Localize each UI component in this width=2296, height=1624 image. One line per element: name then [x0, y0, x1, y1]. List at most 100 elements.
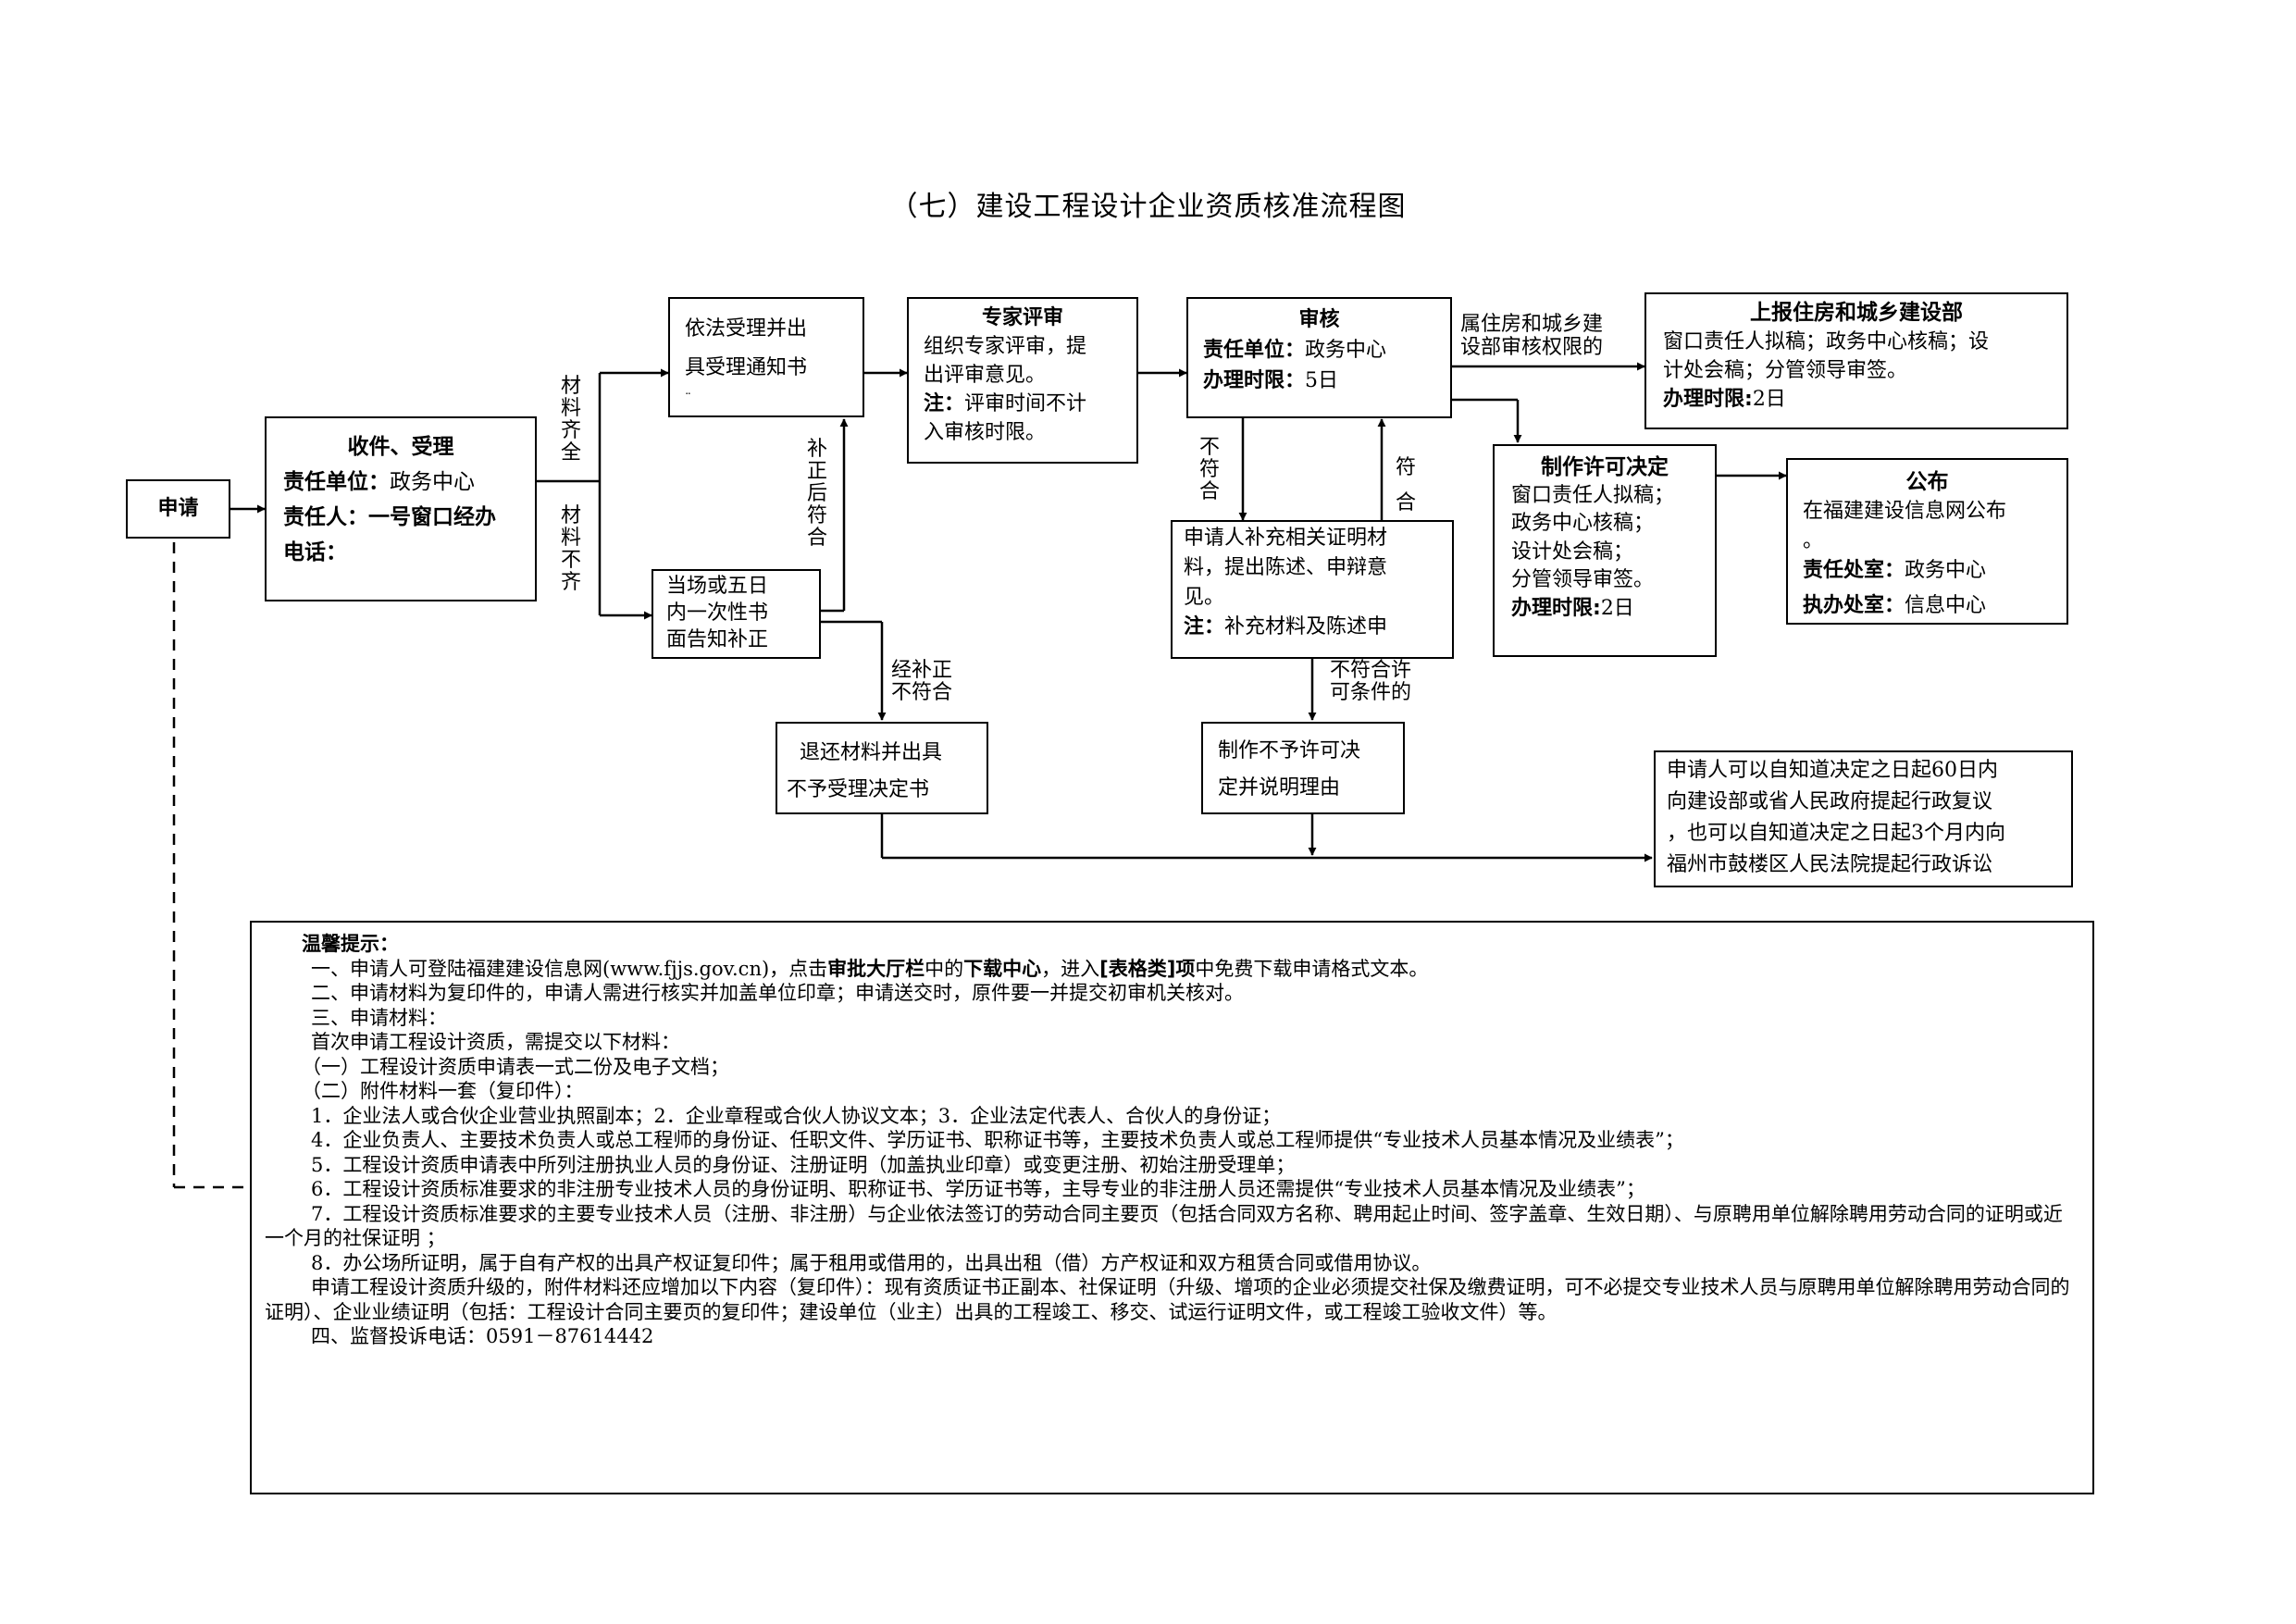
- tips-line-13: 申请工程设计资质升级的，附件材料还应增加以下内容（复印件）：现有资质证书正副本、…: [265, 1276, 2070, 1323]
- node-supplement-material: 申请人补充相关证明材 料，提出陈述、申辩意 见。 注：补充材料及陈述申: [1171, 520, 1454, 659]
- tips-line-1-d: 下载中心: [963, 957, 1042, 980]
- ministry-time: 2日: [1752, 388, 1786, 411]
- supp-mat-line-3: 见。: [1184, 586, 1225, 609]
- supp-mat-line-1: 申请人补充相关证明材: [1184, 527, 1388, 550]
- accept-line-1: 依法受理并出: [685, 317, 808, 341]
- ministry-line-1: 窗口责任人拟稿；政务中心核稿；设: [1663, 330, 1990, 353]
- deny-line-2: 定并说明理由: [1218, 776, 1341, 800]
- label-ministry-scope: 属住房和城乡建 设部审核权限的: [1460, 313, 1603, 359]
- return-line-2: 不予受理决定书: [787, 778, 930, 801]
- tips-line-12: 8．办公场所证明，属于自有产权的出具产权证复印件；属于租用或借用的，出具出租（借…: [311, 1251, 1432, 1274]
- tips-line-1-e: ，进入: [1041, 957, 1100, 980]
- tips-panel: 温馨提示： 一、申请人可登陆福建建设信息网(www.fjjs.gov.cn)，点…: [250, 921, 2094, 1494]
- supp-notice-line-3: 面告知补正: [666, 628, 769, 651]
- ministry-time-label: 办理时限:: [1663, 388, 1753, 411]
- tips-line-1: 一、申请人可登陆福建建设信息网(www.fjjs.gov.cn)，点击审批大厅栏…: [265, 957, 2079, 982]
- expert-note-2: 入审核时限。: [924, 421, 1047, 444]
- node-apply-label: 申请: [157, 497, 199, 520]
- tips-line-1-b: 审批大厅栏: [827, 957, 925, 980]
- label-ministry-scope-2: 设部审核权限的: [1460, 336, 1604, 359]
- expert-heading: 专家评审: [981, 306, 1063, 329]
- expert-line-1: 组织专家评审，提: [924, 335, 1087, 358]
- node-expert-review: 专家评审 组织专家评审，提 出评审意见。 注：评审时间不计 入审核时限。: [907, 297, 1138, 464]
- tips-line-1-a: 一、申请人可登陆福建建设信息网(www.fjjs.gov.cn)，点击: [311, 957, 828, 980]
- tips-line-10: 6．工程设计资质标准要求的非注册专业技术人员的身份证明、职称证书、学历证书等，主…: [311, 1178, 1645, 1200]
- node-publish: 公布 在福建建设信息网公布 。 责任处室：政务中心 执办处室：信息中心: [1786, 458, 2068, 625]
- label-not-meet-permit-2: 可条件的: [1330, 681, 1412, 704]
- label-not-meet: 不符合: [1198, 436, 1220, 503]
- publish-line-1: 在福建建设信息网公布: [1803, 500, 2007, 523]
- tips-line-8: 4．企业负责人、主要技术负责人或总工程师的身份证、任职文件、学历证书、职称证书等…: [311, 1129, 1684, 1151]
- node-review: 审核 责任单位：政务中心 办理时限：5日: [1186, 297, 1452, 418]
- receive-unit: 政务中心: [390, 470, 475, 494]
- review-unit: 政务中心: [1305, 339, 1387, 362]
- tips-line-1-g: 中免费下载申请格式文本。: [1195, 957, 1429, 980]
- deny-line-1: 制作不予许可决: [1218, 739, 1361, 762]
- review-time-label: 办理时限：: [1203, 369, 1306, 392]
- publish-office-label: 责任处室：: [1803, 559, 1905, 582]
- supp-mat-line-2: 料，提出陈述、申辩意: [1184, 556, 1388, 579]
- node-accept-notice: 依法受理并出 具受理通知书 ¨: [668, 297, 864, 417]
- tips-line-14: 四、监督投诉电话：0591－87614442: [311, 1325, 654, 1347]
- label-fix-fail-2: 不符合: [891, 681, 953, 704]
- node-deny-decision: 制作不予许可决 定并说明理由: [1201, 722, 1405, 814]
- node-supplement-notice: 当场或五日 内一次性书 面告知补正: [652, 569, 821, 659]
- expert-line-2: 出评审意见。: [924, 364, 1047, 387]
- expert-note-1: 评审时间不计: [964, 392, 1087, 415]
- permit-line-1: 窗口责任人拟稿；: [1511, 483, 1675, 507]
- review-heading: 审核: [1298, 308, 1340, 331]
- appeal-line-1: 申请人可以自知道决定之日起60日内: [1667, 759, 1998, 782]
- accept-line-3: ¨: [685, 391, 691, 406]
- node-receive: 收件、受理 责任单位：政务中心 责任人：一号窗口经办 电话：: [265, 416, 537, 601]
- node-apply: 申请: [126, 479, 230, 539]
- node-return-material: 退还材料并出具 不予受理决定书: [776, 722, 988, 814]
- publish-handle: 信息中心: [1905, 594, 1987, 617]
- tips-line-2: 二、申请材料为复印件的，申请人需进行核实并加盖单位印章；申请送交时，原件要一并提…: [311, 982, 1244, 1004]
- permit-time-label: 办理时限:: [1511, 596, 1601, 620]
- supp-mat-note: 补充材料及陈述申: [1224, 615, 1388, 638]
- permit-time: 2日: [1600, 596, 1634, 620]
- expert-note-label: 注：: [924, 392, 965, 415]
- appeal-line-3: ，也可以自知道决定之日起3个月内向: [1667, 822, 2005, 845]
- permit-line-3: 设计处会稿；: [1511, 539, 1634, 564]
- appeal-line-4: 福州市鼓楼区人民法院提起行政诉讼: [1667, 853, 1993, 876]
- ministry-line-2: 计处会稿；分管领导审签。: [1663, 359, 1908, 382]
- node-appeal: 申请人可以自知道决定之日起60日内 向建设部或省人民政府提起行政复议 ，也可以自…: [1654, 750, 2073, 887]
- permit-line-2: 政务中心核稿；: [1511, 512, 1655, 535]
- label-not-meet-permit-1: 不符合许: [1330, 659, 1412, 682]
- receive-unit-label: 责任单位：: [283, 470, 390, 494]
- tips-line-5: （一）工程设计资质申请表一式二份及电子文档；: [302, 1055, 729, 1078]
- receive-phone-label: 电话：: [283, 540, 347, 564]
- return-line-1: 退还材料并出具: [800, 741, 943, 764]
- permit-heading: 制作许可决定: [1541, 455, 1669, 479]
- label-fix-fail: 经补正 不符合: [891, 660, 952, 704]
- review-unit-label: 责任单位：: [1203, 339, 1306, 362]
- publish-line-2: 。: [1803, 529, 1824, 552]
- publish-handle-label: 执办处室：: [1803, 594, 1905, 617]
- label-material-complete: 材料齐全: [560, 375, 581, 465]
- appeal-line-2: 向建设部或省人民政府提起行政复议: [1667, 790, 1993, 813]
- label-fix-fail-1: 经补正: [891, 659, 953, 682]
- supp-notice-line-2: 内一次性书: [666, 601, 769, 625]
- label-fix-ok: 补正后符合: [806, 438, 827, 550]
- supp-mat-note-label: 注：: [1184, 615, 1225, 638]
- node-report-ministry: 上报住房和城乡建设部 窗口责任人拟稿；政务中心核稿；设 计处会稿；分管领导审签。…: [1644, 292, 2068, 429]
- tips-line-11: 7．工程设计资质标准要求的主要专业技术人员（注册、非注册）与企业依法签订的劳动合…: [265, 1202, 2063, 1250]
- ministry-heading: 上报住房和城乡建设部: [1750, 301, 1963, 325]
- label-material-incomplete: 材料不齐: [560, 504, 581, 594]
- label-ministry-scope-1: 属住房和城乡建: [1460, 313, 1604, 336]
- tips-line-7: 1．企业法人或合伙企业营业执照副本；2．企业章程或合伙人协议文本；3．企业法定代…: [311, 1104, 1282, 1127]
- node-permit-decision: 制作许可决定 窗口责任人拟稿； 政务中心核稿； 设计处会稿； 分管领导审签。 办…: [1493, 444, 1717, 657]
- tips-line-4: 首次申请工程设计资质，需提交以下材料：: [311, 1031, 680, 1053]
- tips-line-9: 5．工程设计资质申请表中所列注册执业人员的身份证、注册证明（加盖执业印章）或变更…: [311, 1153, 1296, 1176]
- page-title: （七）建设工程设计企业资质核准流程图: [889, 191, 1407, 223]
- tips-line-1-c: 中的: [925, 957, 964, 980]
- tips-line-6: （二）附件材料一套（复印件）：: [302, 1080, 584, 1102]
- publish-office: 政务中心: [1905, 559, 1987, 582]
- tips-line-3: 三、申请材料：: [311, 1006, 447, 1029]
- permit-line-4: 分管领导审签。: [1511, 568, 1655, 591]
- receive-person-label: 责任人：: [283, 505, 368, 529]
- tips-heading: 温馨提示：: [302, 933, 399, 955]
- label-not-meet-permit: 不符合许 可条件的: [1330, 660, 1411, 704]
